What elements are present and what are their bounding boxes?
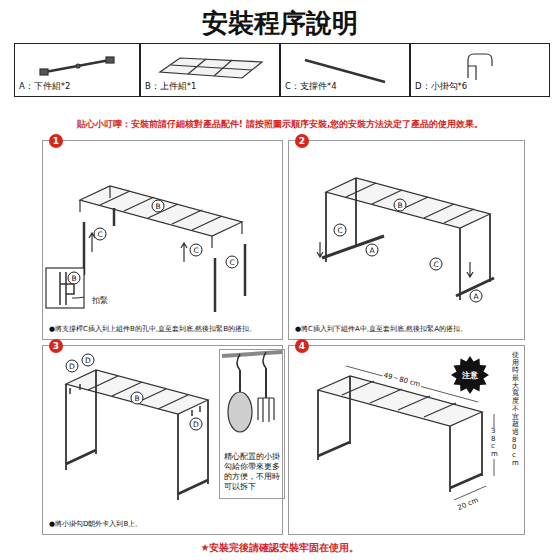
part-label: B：上件組*1 (145, 81, 197, 93)
inset-box: 精心配置的小掛勾給你帶來更多的方便，不用時可以拆下 (219, 349, 285, 499)
callout-letter: A (366, 244, 379, 257)
step-number: 3 (49, 339, 63, 353)
callout-letter: B (131, 392, 144, 405)
part-label: D：小掛勾*6 (415, 81, 467, 93)
part-box: A：下件組*2 (14, 43, 140, 97)
callout-letter: C (430, 258, 443, 271)
part-b-drawing (160, 58, 262, 78)
callout-letter: B (68, 272, 81, 285)
step-number: 1 (49, 134, 63, 148)
step-number: 2 (295, 134, 309, 148)
step-caption: ●將小掛勾D朝外卡入到B上。 (49, 520, 276, 529)
warning-text: 注意 (451, 370, 489, 381)
part-label: A：下件組*2 (19, 81, 70, 93)
part-c-drawing (305, 60, 385, 82)
hook-inset-drawing (222, 352, 282, 432)
callout-letter: C (190, 244, 203, 257)
part-a-drawing (40, 57, 114, 75)
part-label: C：支撐件*4 (285, 81, 337, 93)
inset-note: 精心配置的小掛勾給你帶來更多的方便，不用時可以拆下 (224, 452, 280, 493)
part-box: B：上件組*1 (140, 43, 280, 97)
step-number: 4 (295, 339, 309, 353)
callout-letter: B (152, 200, 165, 213)
warning-burst: 注意 (451, 356, 489, 394)
step1-rack (46, 186, 245, 312)
step-panel: 1●將支撐桿C插入到上組件B的孔中,直至套到底,然後扣緊B的搭扣。 (42, 140, 283, 340)
step-panel: 3●將小掛勾D朝外卡入到B上。精心配置的小掛勾給你帶來更多的方便，不用時可以拆下 (42, 345, 283, 535)
page-title: 安裝程序說明 (0, 6, 560, 41)
step3-rack (66, 370, 208, 500)
callout-letter: C (94, 228, 107, 241)
callout-letter: A (470, 290, 483, 303)
part-d-drawing (468, 54, 492, 80)
part-box: D：小掛勾*6 (410, 43, 550, 97)
callout-letter: C (334, 224, 347, 237)
step-panel: 2●將C插入到下組件A中,直至套到底,然後扣緊A的搭扣。 (288, 140, 525, 340)
step2-rack (317, 178, 494, 300)
warning-note: 使用時最大寬度不宜超過80cm (512, 352, 519, 467)
dimension: 38cm (490, 428, 499, 459)
step-caption: ●將C插入到下組件A中,直至套到底,然後扣緊A的搭扣。 (295, 325, 518, 334)
callout-letter: D (82, 354, 95, 367)
callout-letter: D (66, 360, 79, 373)
callout-letter: B (394, 199, 407, 212)
footer-note: ★安裝完後請確認安裝牢固在使用。 (0, 541, 560, 555)
action-label: 扣緊 (91, 295, 109, 306)
part-box: C：支撐件*4 (280, 43, 410, 97)
step-caption: ●將支撐桿C插入到上組件B的孔中,直至套到底,然後扣緊B的搭扣。 (49, 325, 276, 334)
callout-letter: D (190, 418, 203, 431)
callout-letter: C (226, 256, 239, 269)
tip-note: 貼心小叮嚀：安裝前請仔細核對產品配件! 請按照圖示順序安裝,您的安裝方法決定了產… (77, 118, 484, 131)
